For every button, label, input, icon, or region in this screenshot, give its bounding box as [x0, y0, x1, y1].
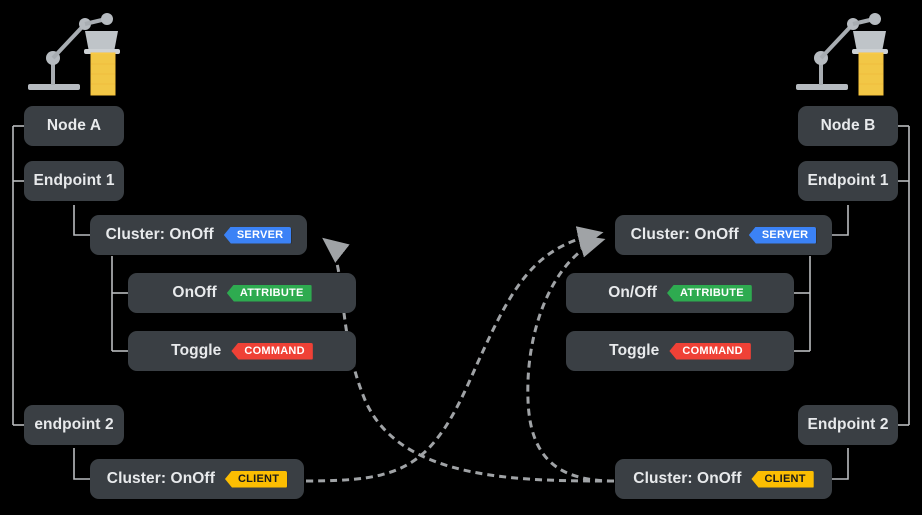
node-a-box[interactable]: Node A [24, 106, 124, 146]
right-endpoint-1-label: Endpoint 1 [807, 172, 889, 189]
right-attribute-label: On/Off [608, 284, 658, 301]
node-b-box[interactable]: Node B [798, 106, 898, 146]
left-endpoint-1-box[interactable]: Endpoint 1 [24, 161, 124, 201]
right-attribute-onoff-box[interactable]: On/Off ATTRIBUTE [566, 273, 794, 313]
right-command-badge: COMMAND [669, 342, 751, 360]
right-endpoint-1-box[interactable]: Endpoint 1 [798, 161, 898, 201]
left-branch-endpoint2-cluster [73, 448, 90, 480]
right-endpoint-2-box[interactable]: Endpoint 2 [798, 405, 898, 445]
left-attribute-badge: ATTRIBUTE [226, 284, 312, 302]
left-cluster-client-label: Cluster: OnOff [106, 470, 215, 487]
right-cluster-onoff-client-box[interactable]: Cluster: OnOff CLIENT [615, 459, 832, 499]
right-branch-endpoint1-cluster [832, 205, 849, 236]
right-attribute-badge: ATTRIBUTE [667, 284, 752, 302]
right-client-badge: CLIENT [751, 470, 814, 488]
left-endpoint-2-label: endpoint 2 [34, 416, 114, 433]
desk-lamp-icon-right [796, 13, 888, 96]
left-command-toggle-box[interactable]: Toggle COMMAND [128, 331, 356, 371]
left-server-badge: SERVER [223, 226, 292, 244]
left-endpoint-1-label: Endpoint 1 [33, 172, 115, 189]
left-cluster-onoff-server-box[interactable]: Cluster: OnOff SERVER [90, 215, 307, 255]
left-endpoint-2-box[interactable]: endpoint 2 [24, 405, 124, 445]
left-cluster-onoff-client-box[interactable]: Cluster: OnOff CLIENT [90, 459, 304, 499]
right-server-badge: SERVER [748, 226, 817, 244]
left-cluster-server-label: Cluster: OnOff [105, 226, 214, 243]
right-endpoint-2-label: Endpoint 2 [807, 416, 889, 433]
left-command-label: Toggle [171, 342, 222, 359]
right-cluster-client-label: Cluster: OnOff [633, 470, 742, 487]
left-branch-endpoint1-cluster [73, 205, 90, 236]
desk-lamp-icon-left [28, 13, 120, 96]
node-a-label: Node A [46, 117, 102, 134]
left-attribute-label: OnOff [172, 284, 217, 301]
right-cluster-onoff-server-box[interactable]: Cluster: OnOff SERVER [615, 215, 832, 255]
node-b-label: Node B [820, 117, 876, 134]
right-command-label: Toggle [609, 342, 660, 359]
left-command-badge: COMMAND [231, 342, 313, 360]
left-client-badge: CLIENT [224, 470, 288, 488]
right-command-toggle-box[interactable]: Toggle COMMAND [566, 331, 794, 371]
right-cluster-server-label: Cluster: OnOff [630, 226, 739, 243]
left-attribute-onoff-box[interactable]: OnOff ATTRIBUTE [128, 273, 356, 313]
right-branch-endpoint2-cluster [832, 448, 849, 480]
